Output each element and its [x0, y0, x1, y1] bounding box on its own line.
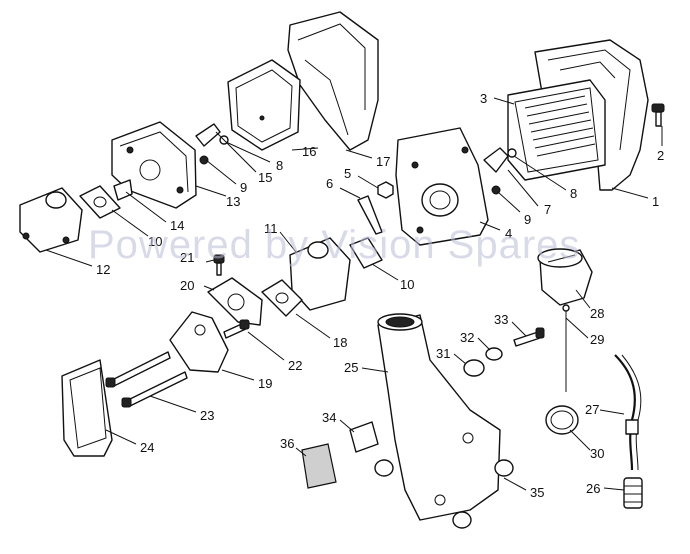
callout-29: 29 [590, 332, 604, 347]
callout-6: 6 [326, 176, 333, 191]
callout-30: 30 [590, 446, 604, 461]
part-6-bolt [357, 195, 383, 235]
callout-16: 16 [302, 144, 316, 159]
callout-12: 12 [96, 262, 110, 277]
callout-31: 31 [436, 346, 450, 361]
part-9-washer-center [199, 155, 209, 165]
callout-11: 11 [264, 221, 278, 236]
callout-13: 13 [226, 194, 240, 209]
callout-2: 2 [657, 148, 664, 163]
part-34-clip [349, 421, 379, 453]
part-36-label [301, 443, 337, 489]
part-22-screw [223, 319, 250, 339]
part-3-filter [507, 79, 606, 181]
part-13-block [111, 121, 197, 209]
part-17-cover [287, 11, 379, 151]
callout-24: 24 [140, 440, 154, 455]
callout-21: 21 [180, 250, 194, 265]
callout-9-right: 9 [524, 212, 531, 227]
callout-1: 1 [652, 194, 659, 209]
callout-10-left: 10 [148, 234, 162, 249]
callout-26: 26 [586, 481, 600, 496]
callout-10-center: 10 [400, 277, 414, 292]
part-31-grommet [463, 359, 485, 377]
callout-33: 33 [494, 312, 508, 327]
callout-22: 22 [288, 358, 302, 373]
callout-4: 4 [505, 226, 512, 241]
part-35-grommets [374, 459, 514, 529]
part-16-pad [227, 59, 301, 151]
part-23-bolts [105, 351, 188, 408]
callout-8-center: 8 [276, 158, 283, 173]
callout-27: 27 [585, 402, 599, 417]
callout-20: 20 [180, 278, 194, 293]
callout-36: 36 [280, 436, 294, 451]
leader-lines [45, 97, 663, 491]
callout-3: 3 [480, 91, 487, 106]
part-25-tank [377, 313, 501, 521]
callout-8-right: 8 [570, 186, 577, 201]
callout-17: 17 [376, 154, 390, 169]
part-10-gasket-center [349, 237, 383, 269]
callout-25: 25 [344, 360, 358, 375]
watermark: Powered by Vision Spares [88, 223, 580, 267]
part-10-gasket-left [79, 185, 121, 219]
callout-14: 14 [170, 218, 184, 233]
part-14-clip [113, 179, 133, 201]
part-4-plate [395, 127, 489, 246]
part-7-clip [483, 147, 509, 173]
callout-9-center: 9 [240, 180, 247, 195]
callout-19: 19 [258, 376, 272, 391]
callout-28: 28 [590, 306, 604, 321]
part-32-valve [485, 347, 503, 361]
part-15-clip [195, 123, 221, 147]
callout-7: 7 [544, 202, 551, 217]
callout-32: 32 [460, 330, 474, 345]
callout-5: 5 [344, 166, 351, 181]
part-24-plate [61, 359, 113, 457]
callout-34: 34 [322, 410, 336, 425]
part-20-flange [207, 277, 263, 326]
part-29-retainer [562, 304, 570, 392]
part-2-screw [651, 103, 665, 127]
part-26-fuel-filter [623, 477, 643, 509]
part-5-nut [377, 181, 394, 199]
part-18-gasket [261, 279, 303, 317]
part-27-fuel-line [614, 354, 642, 471]
callout-15: 15 [258, 170, 272, 185]
part-12-carburetor [19, 187, 83, 253]
part-19-bracket [169, 311, 229, 373]
part-21-screw [213, 254, 225, 276]
callout-35: 35 [530, 485, 544, 500]
part-28-cap [537, 248, 593, 306]
part-33-screw [513, 327, 545, 347]
part-30-ring [545, 405, 579, 435]
callout-18: 18 [333, 335, 347, 350]
callouts: 1 2 3 4 5 6 7 8 8 9 9 10 10 11 12 13 14 … [96, 91, 664, 500]
part-8-washer-right [507, 148, 517, 158]
callout-23: 23 [200, 408, 214, 423]
